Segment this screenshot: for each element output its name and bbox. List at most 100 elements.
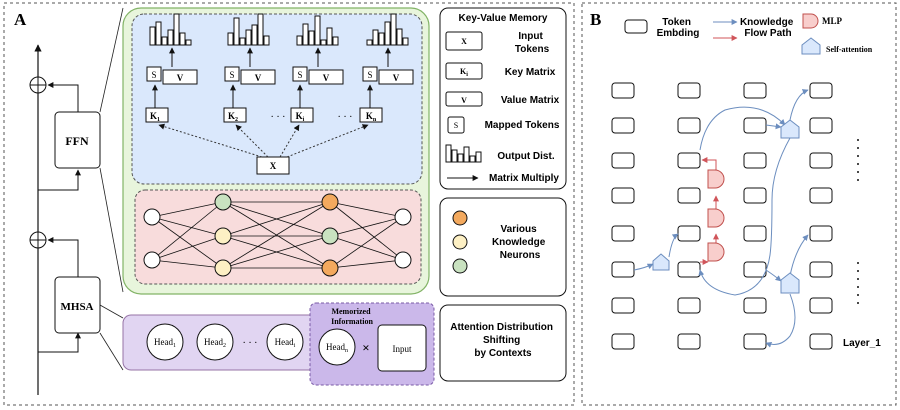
- token: [743, 187, 767, 204]
- token: [743, 261, 767, 278]
- panel-b: B Token Embding Knowledge Flow Path MLP …: [581, 2, 897, 406]
- key-kn: Kn: [366, 111, 377, 123]
- neuron-nodes: [143, 193, 412, 277]
- attention-caption-text: Attention Distribution Shifting by Conte…: [450, 322, 556, 359]
- kv-legend-box: [439, 7, 567, 190]
- blue-flow-paths: [633, 89, 809, 348]
- ellipsis-1: · · ·: [271, 112, 286, 123]
- legend-input-tokens: Input Tokens: [515, 31, 550, 55]
- input-token-box: [256, 156, 290, 175]
- neuron-input-1: [143, 208, 161, 226]
- token: [611, 225, 635, 242]
- input-box: [377, 324, 427, 372]
- residual-add-bottom: [29, 231, 47, 249]
- kv-columns: S V K1 S V: [145, 13, 414, 175]
- token: [743, 117, 767, 134]
- head-n: Headn: [318, 328, 356, 366]
- legend-neuron-green: [452, 258, 468, 274]
- legend-output-dist-icon: [445, 144, 482, 163]
- legend-token-label: Token Embding: [657, 17, 700, 39]
- vertical-ellipsis-top: [857, 139, 859, 181]
- mapped-token-s: S: [297, 70, 302, 80]
- value-v: V: [393, 73, 400, 83]
- token: [677, 82, 701, 99]
- residual-add-top: [29, 76, 47, 94]
- token: [677, 261, 701, 278]
- token-grid: [611, 82, 833, 350]
- x-to-kn-arrow: [286, 124, 369, 158]
- kv-legend-title: Key-Value Memory: [459, 13, 548, 24]
- neuron-region: [134, 189, 422, 285]
- self-attention-node: [652, 253, 670, 271]
- token: [809, 261, 833, 278]
- legend-mapped-tokens: Mapped Tokens: [485, 120, 560, 131]
- neuron-hidden2-2: [321, 227, 339, 245]
- multiply-symbol: ×: [362, 340, 369, 355]
- token: [611, 261, 635, 278]
- neuron-hidden2-1: [321, 193, 339, 211]
- memorized-info-label: Memorized Information: [331, 307, 373, 326]
- mlp-node: [707, 208, 725, 228]
- mhsa-expand-line-bottom: [99, 332, 124, 371]
- legend-attn-label: Self-attention: [826, 45, 873, 54]
- mlp-icon: [802, 13, 819, 29]
- mhsa-skip-arrow: [38, 332, 81, 353]
- ellipsis-2: · · ·: [338, 112, 353, 123]
- value-v: V: [177, 73, 184, 83]
- neuron-hidden1-1: [214, 193, 232, 211]
- vertical-ellipsis-bottom: [857, 262, 859, 304]
- legend-neuron-yellow: [452, 234, 468, 250]
- token: [743, 152, 767, 169]
- input-token-x: X: [270, 161, 277, 171]
- token: [611, 117, 635, 134]
- svg-text:Head2: Head2: [204, 337, 226, 349]
- neuron-output-1: [394, 208, 412, 226]
- legend-neuron-orange: [452, 210, 468, 226]
- key-value-region: [131, 13, 423, 185]
- x-to-k1-arrow: [158, 123, 263, 158]
- neurons-legend-box: [439, 197, 567, 297]
- ffn-block: [54, 111, 101, 169]
- neuron-hidden1-2: [214, 227, 232, 245]
- mhsa-out-arrow: [47, 237, 79, 277]
- legend-token-box: [624, 19, 648, 34]
- token: [743, 297, 767, 314]
- key-ki: Ki: [296, 111, 305, 123]
- panel-a: A FFN MHSA: [3, 2, 575, 406]
- red-flow-paths: [700, 157, 719, 265]
- neuron-input-2: [143, 251, 161, 269]
- token: [677, 117, 701, 134]
- token: [611, 187, 635, 204]
- legend-matrix-multiply: Matrix Multiply: [489, 173, 559, 184]
- head-2: Head2: [196, 323, 234, 361]
- kv-column-2: S V K2: [223, 13, 276, 123]
- self-attention-node: [780, 272, 800, 294]
- token: [809, 225, 833, 242]
- ffn-out-arrow: [47, 82, 79, 112]
- attention-caption-box: [439, 304, 567, 382]
- legend-value-matrix: Value Matrix: [501, 95, 560, 106]
- token: [677, 187, 701, 204]
- neuron-hidden2-3: [321, 259, 339, 277]
- panel-a-border: [3, 2, 575, 406]
- mapped-token-s: S: [151, 70, 156, 80]
- svg-text:Headi: Headi: [275, 337, 296, 349]
- panel-b-letter: B: [590, 10, 601, 29]
- neuron-network: [151, 201, 404, 269]
- x-to-k2-arrow: [235, 124, 269, 158]
- key-k2: K2: [228, 111, 238, 123]
- svg-text:Headn: Headn: [326, 342, 348, 354]
- mhsa-expand-line-top: [99, 304, 124, 319]
- legend-mapped-symbol: [447, 116, 465, 134]
- legend-value-symbol: [445, 91, 483, 107]
- self-attention-node: [780, 119, 800, 139]
- token: [743, 82, 767, 99]
- mlp-node: [707, 169, 725, 189]
- token: [611, 333, 635, 350]
- token: [677, 297, 701, 314]
- legend-key-matrix: Key Matrix: [505, 67, 556, 78]
- legend-output-dist: Output Dist.: [497, 151, 554, 162]
- head-1: Head1: [146, 323, 184, 361]
- legend-key-k: Ki: [460, 67, 468, 78]
- token: [809, 333, 833, 350]
